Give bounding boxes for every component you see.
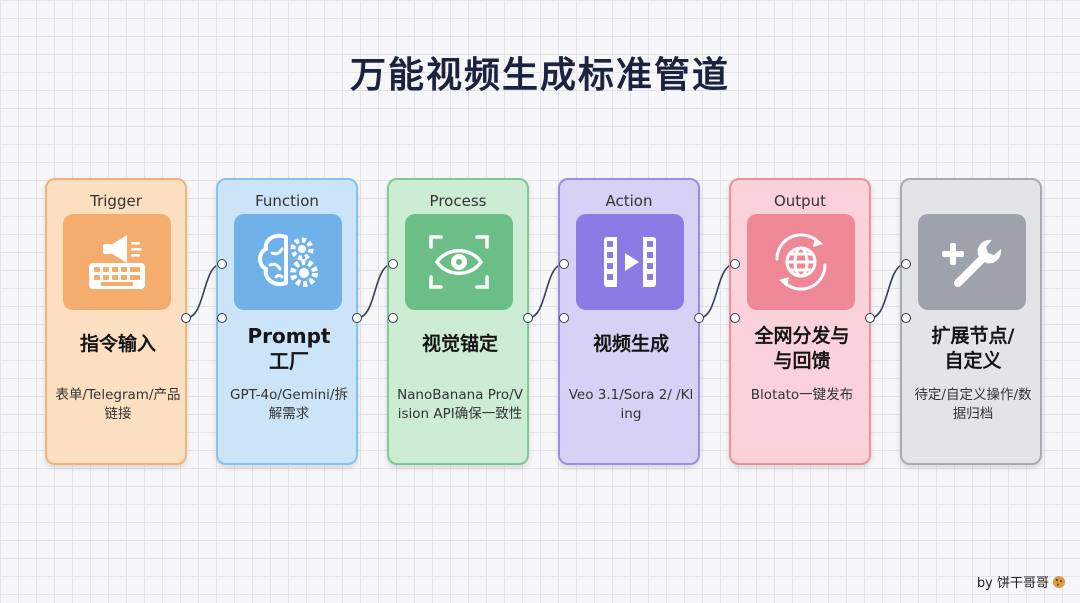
output-port[interactable] (181, 313, 191, 323)
node-icon-box (234, 214, 342, 310)
node-icon-box (747, 214, 855, 310)
node-description: Veo 3.1/Sora 2/ /Kling (568, 387, 694, 422)
node-description: GPT-4o/Gemini/拆解需求 (230, 387, 348, 422)
node-name-line1: 扩展节点/ (931, 325, 1015, 347)
node-card-output[interactable]: Output 全网分发与 与回馈 Blotato一键发布 (729, 178, 871, 465)
node-name: 视频生成 (592, 333, 669, 355)
node-name: 视觉锚定 (421, 333, 498, 355)
node-description: 待定/自定义操作/数据归档 (914, 387, 1032, 422)
node-card-trigger[interactable]: Trigger (45, 178, 187, 465)
input-port[interactable] (559, 313, 569, 323)
node-card-process[interactable]: Process 视觉锚定 NanoBanana Pro/Vision API确保… (387, 178, 529, 465)
node-icon-box (405, 214, 513, 310)
author-credit: by 饼干哥哥 (977, 572, 1066, 591)
node-name-line2: 工厂 (269, 349, 309, 373)
node-name: Prompt 工厂 (222, 324, 356, 374)
input-port[interactable] (217, 259, 227, 269)
node-name-line1: 全网分发与 (754, 325, 850, 347)
input-port[interactable] (388, 259, 398, 269)
film-play-icon (604, 237, 656, 287)
node-icon-box (576, 214, 684, 310)
megaphone-keyboard-icon (89, 235, 145, 289)
node-icon-box (63, 214, 171, 310)
output-port[interactable] (865, 313, 875, 323)
node-type-label: Output (773, 192, 827, 210)
node-type-label: Trigger (90, 192, 142, 210)
eye-scan-icon (429, 235, 489, 289)
node-card-action[interactable]: Action 视频生成 Veo 3.1/Sora 2/ /Kling (558, 178, 700, 465)
node-card-function[interactable]: Function Prompt 工厂 GPT-4o/Gemini/拆解需求 (216, 178, 358, 465)
globe-sync-icon (775, 233, 827, 291)
node-name-line2: 与回馈 (773, 350, 831, 372)
input-port[interactable] (901, 313, 911, 323)
node-type-label: Function (255, 192, 319, 210)
author-credit-text: by 饼干哥哥 (976, 576, 1049, 591)
node-name: 全网分发与 与回馈 (735, 324, 869, 374)
node-type-label: Action (605, 192, 653, 210)
input-port[interactable] (730, 259, 740, 269)
output-port[interactable] (523, 313, 533, 323)
output-port[interactable] (694, 313, 704, 323)
plus-wrench-icon (942, 239, 1002, 287)
node-name: 指令输入 (79, 333, 156, 355)
input-port[interactable] (901, 259, 911, 269)
node-type-label: Process (429, 192, 487, 210)
node-card-custom[interactable]: 扩展节点/ 自定义 待定/自定义操作/数据归档 (900, 178, 1042, 465)
page-title: 万能视频生成标准管道 (349, 55, 730, 96)
node-description: NanoBanana Pro/Vision API确保一致性 (397, 387, 523, 422)
node-icon-box (918, 214, 1026, 310)
input-port[interactable] (217, 313, 227, 323)
node-description: 表单/Telegram/产品链接 (55, 387, 181, 422)
output-port[interactable] (352, 313, 362, 323)
input-port[interactable] (559, 259, 569, 269)
node-name-line1: Prompt (247, 324, 331, 348)
cookie-icon (1053, 575, 1065, 588)
node-description: Blotato一键发布 (750, 387, 854, 403)
input-port[interactable] (730, 313, 740, 323)
node-name-line2: 自定义 (944, 350, 1002, 372)
node-name: 扩展节点/ 自定义 (906, 324, 1040, 374)
brain-gear-icon (258, 233, 318, 287)
input-port[interactable] (388, 313, 398, 323)
